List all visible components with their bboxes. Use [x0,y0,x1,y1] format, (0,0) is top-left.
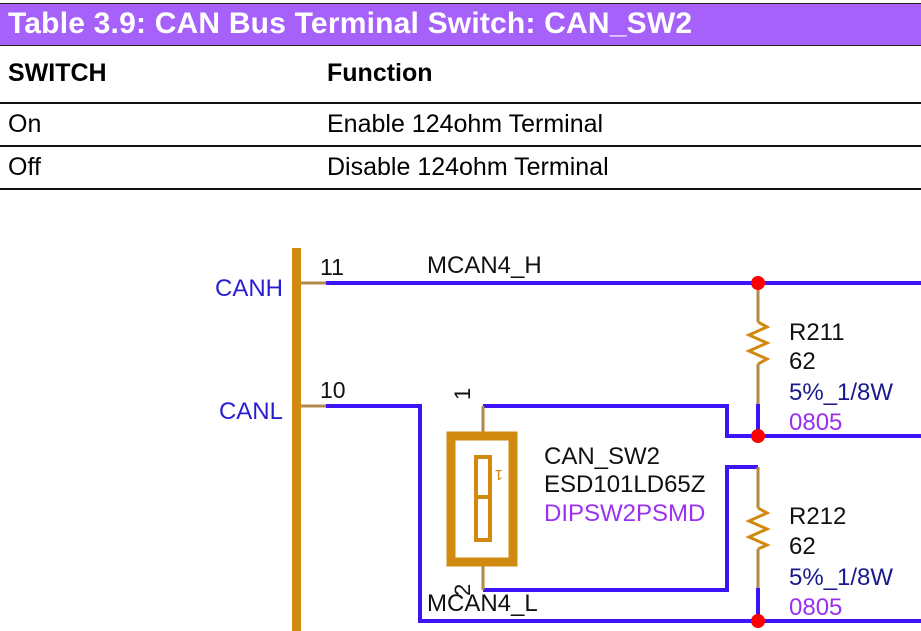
r211-resistor-icon [745,320,771,366]
r212-rating: 5%_1/8W [789,564,893,591]
switch-pin2-number: 2 [450,584,475,596]
table-title-bar: Table 3.9: CAN Bus Terminal Switch: CAN_… [0,3,921,46]
junction-dot [751,276,765,290]
table-title: Table 3.9: CAN Bus Terminal Switch: CAN_… [8,7,693,40]
pin-number-10: 10 [320,377,346,403]
r211-value: 62 [789,348,816,375]
r211-package: 0805 [789,409,842,436]
pin-name-canl: CANL [219,398,283,425]
pin-number-11: 11 [320,254,344,280]
dip-switch-body [446,431,518,567]
switch-part-number: ESD101LD65Z [544,471,705,498]
pin-name-canh: CANH [215,275,283,302]
cell-function: Enable 124ohm Terminal [327,110,604,138]
r211-ref: R211 [789,319,845,346]
wire-switch-pin2 [483,465,758,592]
r211-rating: 5%_1/8W [789,379,893,406]
wire-switch-pin1 [483,404,921,438]
cell-function: Disable 124ohm Terminal [327,153,609,181]
wire-mcan4-l [326,404,921,623]
switch-footprint: DIPSW2PSMD [544,500,705,527]
switch-table: SWITCH Function On Enable 124ohm Termina… [0,47,921,190]
net-label-mcan4-h: MCAN4_H [427,252,542,279]
junction-dot [751,614,765,628]
r212-package: 0805 [789,594,842,621]
r212-resistor-icon [745,506,771,551]
net-label-mcan4-l: MCAN4_L [427,590,538,617]
column-header-switch: SWITCH [8,59,107,87]
connector-bus-bar [292,248,301,631]
cell-switch: Off [8,153,41,181]
cell-switch: On [8,110,42,138]
r212-ref: R212 [789,503,846,530]
r212-value: 62 [789,533,816,560]
table-row: Off Disable 124ohm Terminal [0,147,921,190]
column-header-function: Function [327,59,433,87]
table-header-row: SWITCH Function [0,47,921,104]
junction-dot [751,429,765,443]
switch-pin1-number: 1 [450,388,475,400]
switch-ref: CAN_SW2 [544,443,660,470]
table-row: On Enable 124ohm Terminal [0,104,921,147]
dip-switch-toggle-mark: 1 [495,466,503,483]
